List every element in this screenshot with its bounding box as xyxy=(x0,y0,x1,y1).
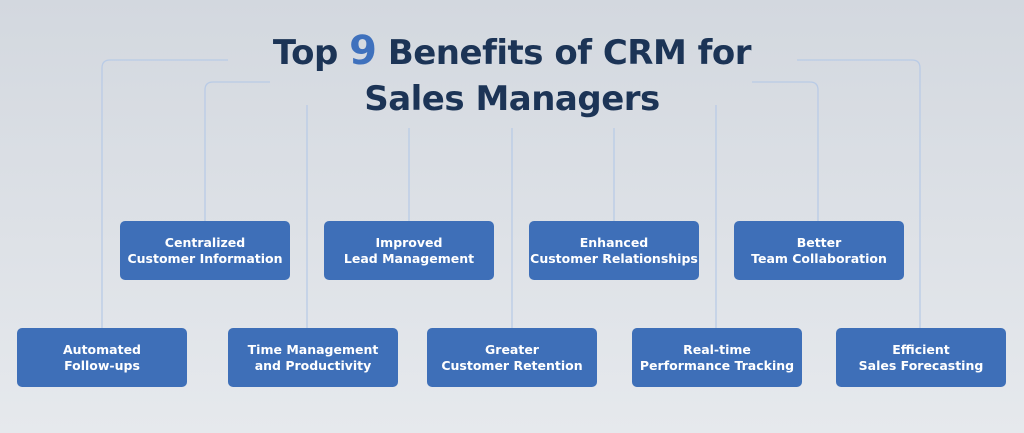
benefit-label: and Productivity xyxy=(254,357,372,373)
benefit-label: Time Management xyxy=(247,341,379,357)
benefit-label: Enhanced xyxy=(579,234,649,250)
title-line2: Sales Managers xyxy=(364,79,660,119)
benefit-label: Lead Management xyxy=(343,250,475,266)
connector-collaboration xyxy=(752,81,819,221)
connector-forecasting xyxy=(797,59,921,328)
benefit-label: Better xyxy=(796,234,842,250)
connector-centralized xyxy=(204,81,270,221)
page-title: Top 9 Benefits of CRM for Sales Managers xyxy=(0,28,1024,122)
benefit-label: Customer Retention xyxy=(441,357,583,373)
benefit-label: Greater xyxy=(485,341,539,357)
benefit-label: Customer Relationships xyxy=(530,250,698,266)
benefit-label: Sales Forecasting xyxy=(858,357,984,373)
connector-automated xyxy=(101,59,228,328)
title-number: 9 xyxy=(349,28,377,74)
benefit-label: Efficient xyxy=(892,341,950,357)
benefit-label: Customer Information xyxy=(127,250,283,266)
benefit-label: Improved xyxy=(375,234,443,250)
benefit-label: Performance Tracking xyxy=(639,357,795,373)
title-suffix: Benefits of CRM for xyxy=(387,33,752,73)
benefit-label: Follow-ups xyxy=(64,357,140,373)
benefit-label: Real-time xyxy=(683,341,751,357)
benefit-label: Team Collaboration xyxy=(751,250,887,266)
benefit-label: Centralized xyxy=(164,234,246,250)
title-prefix: Top xyxy=(272,33,338,73)
benefit-label: Automated xyxy=(63,341,141,357)
